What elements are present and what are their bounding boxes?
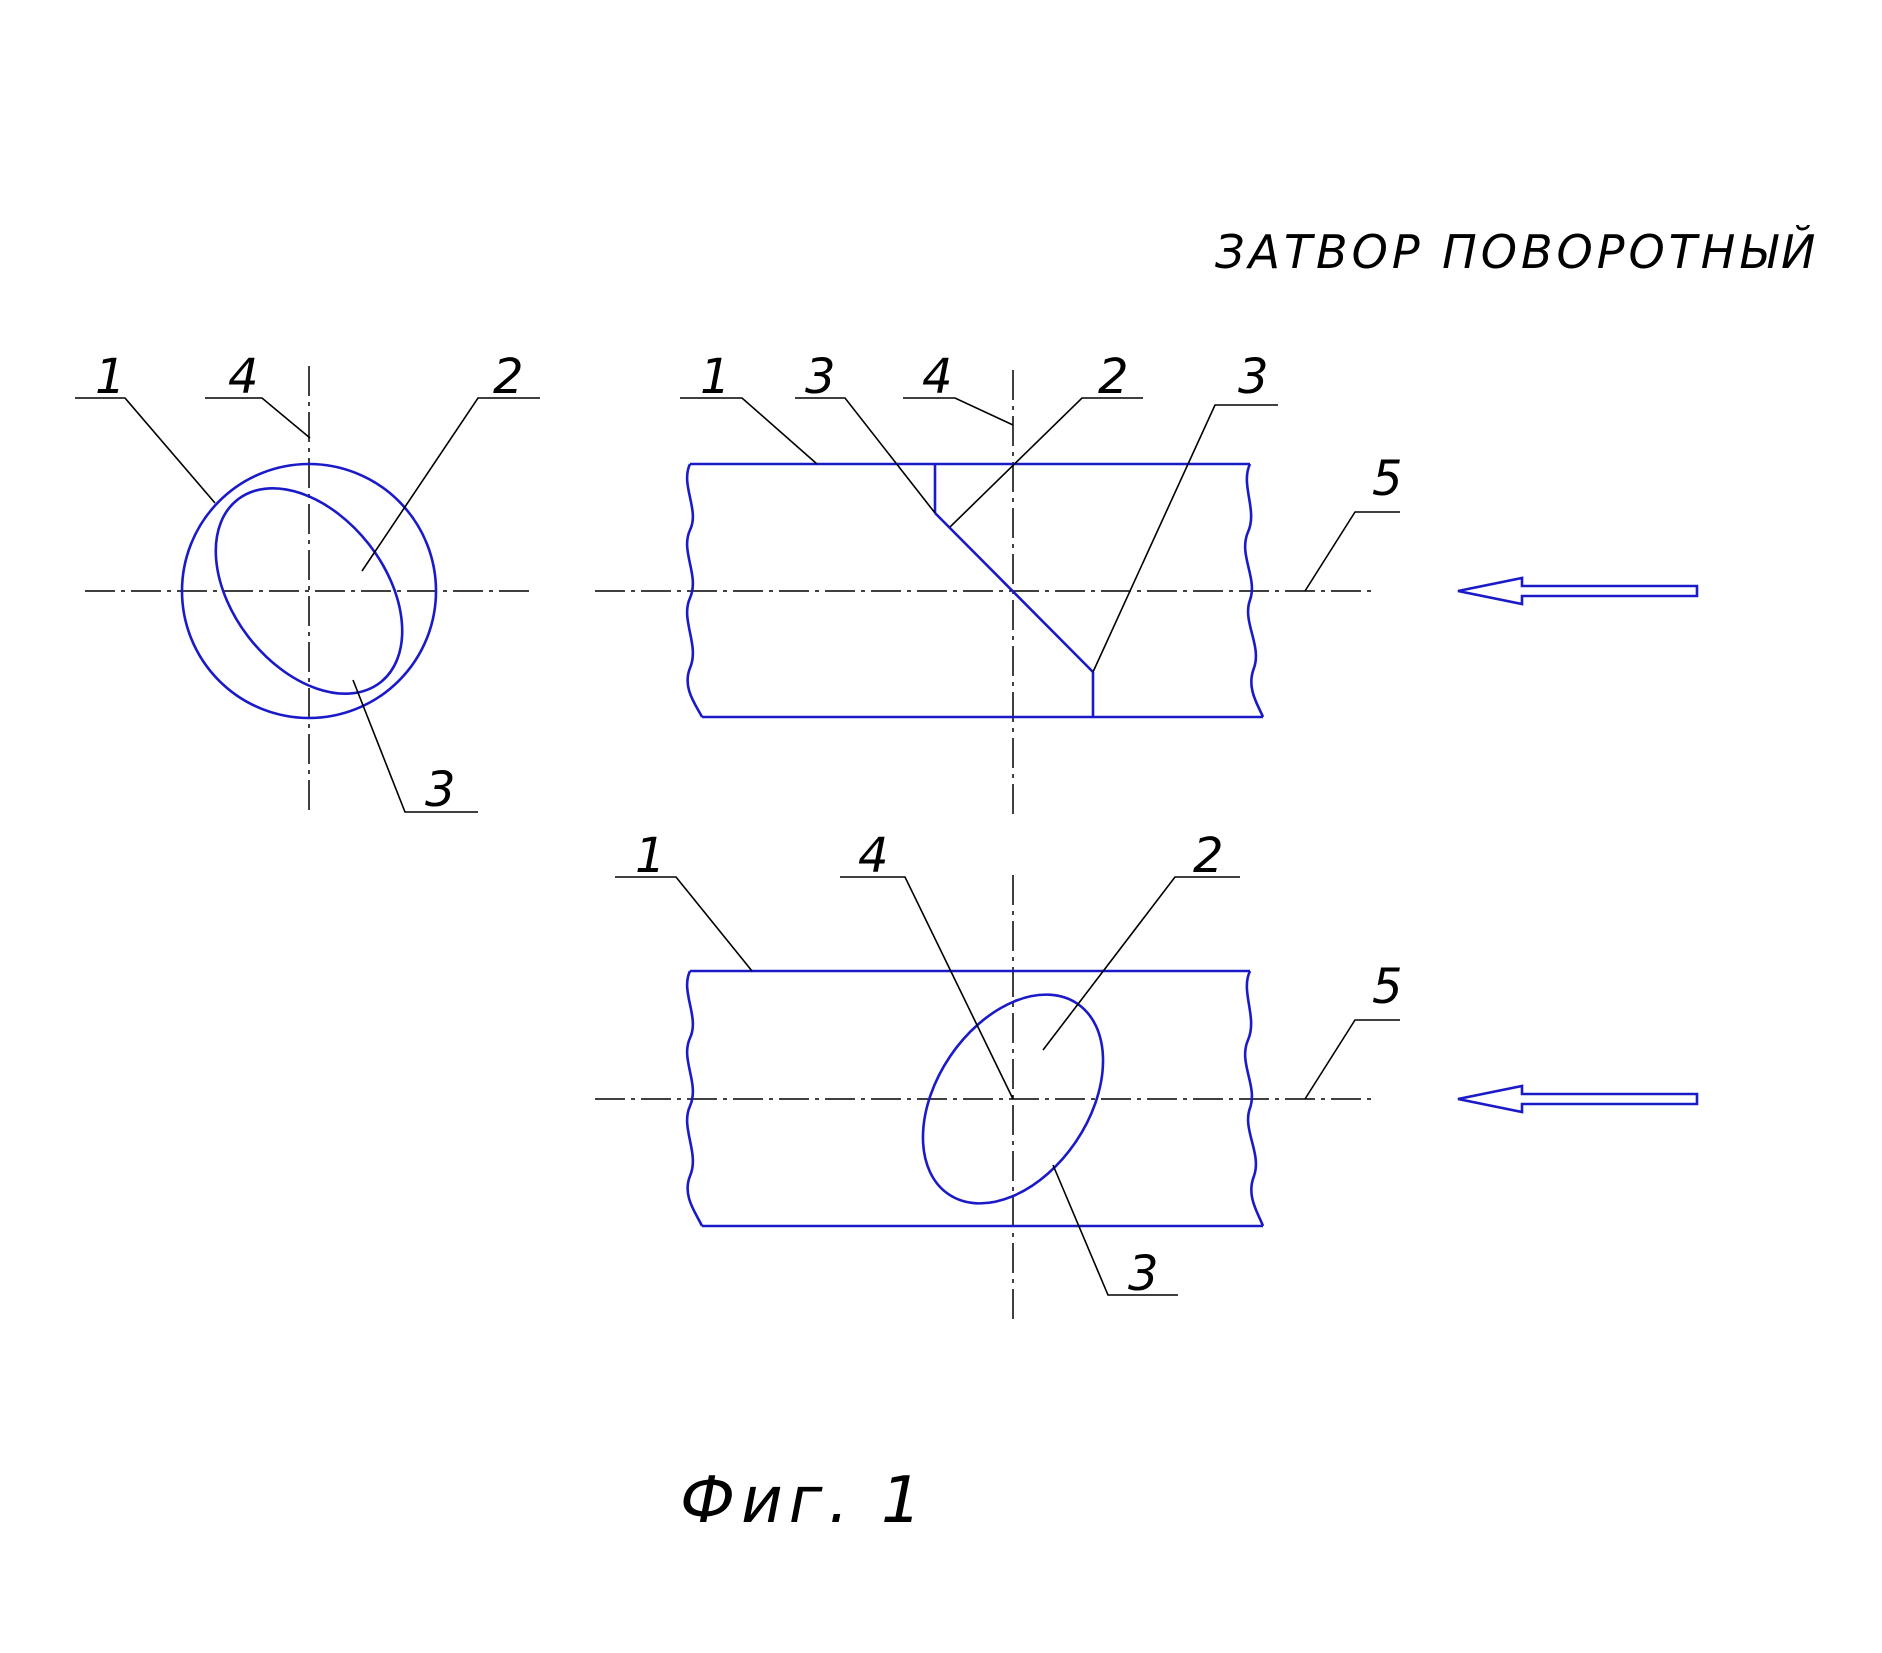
- bottom-label-2: 2: [1193, 828, 1224, 884]
- end-view-label-2: 2: [493, 349, 524, 405]
- top-label-3b: 3: [1238, 349, 1269, 405]
- top-pipe-right-break: [1243, 463, 1265, 718]
- top-leader-1: [680, 397, 818, 465]
- top-flow-arrow: [1457, 576, 1699, 606]
- pipe-outer-circle: [180, 462, 438, 720]
- disc-plan-ellipse: [921, 993, 1105, 1205]
- side-view-bottom: 1 4 2 5 3: [595, 828, 1699, 1322]
- end-view-label-1: 1: [95, 349, 126, 405]
- end-view-label-3: 3: [425, 762, 456, 818]
- top-leader-2: [949, 397, 1143, 528]
- top-leader-3b: [1092, 404, 1278, 673]
- disc-section-diagonal: [934, 512, 1094, 673]
- top-label-3a: 3: [805, 349, 836, 405]
- bottom-pipe-right-break: [1243, 970, 1265, 1227]
- bottom-label-4: 4: [858, 828, 889, 884]
- end-view-leader-3: [352, 679, 478, 813]
- bottom-label-1: 1: [635, 828, 666, 884]
- top-label-2: 2: [1098, 349, 1129, 405]
- top-label-4: 4: [922, 349, 953, 405]
- side-view-top: 1 3 4 2 3 5: [595, 349, 1699, 815]
- top-label-1: 1: [700, 349, 731, 405]
- figure-caption: Фиг. 1: [680, 1464, 928, 1538]
- top-leader-4: [903, 397, 1014, 426]
- top-leader-3a: [795, 397, 936, 514]
- bottom-flow-arrow: [1457, 1084, 1699, 1114]
- top-pipe-left-break: [685, 463, 704, 718]
- valve-disc-ellipse: [214, 487, 404, 695]
- end-view-leader-1: [75, 397, 216, 504]
- bottom-leader-3: [1052, 1164, 1178, 1296]
- end-view-leader-2: [361, 397, 540, 572]
- bottom-leader-1: [615, 876, 753, 972]
- bottom-leader-2: [1042, 876, 1240, 1051]
- end-view: 1 4 2 3: [75, 349, 540, 818]
- bottom-leader-5: [1304, 1019, 1400, 1100]
- drawing-title: ЗАТВОР ПОВОРОТНЫЙ: [1215, 225, 1819, 279]
- bottom-label-3: 3: [1128, 1246, 1159, 1302]
- end-view-leader-4: [205, 397, 311, 439]
- bottom-pipe-left-break: [685, 970, 704, 1227]
- bottom-label-5: 5: [1372, 959, 1403, 1015]
- bottom-leader-4: [840, 876, 1014, 1100]
- top-label-5: 5: [1372, 451, 1403, 507]
- top-leader-5: [1304, 511, 1400, 592]
- end-view-label-4: 4: [228, 349, 259, 405]
